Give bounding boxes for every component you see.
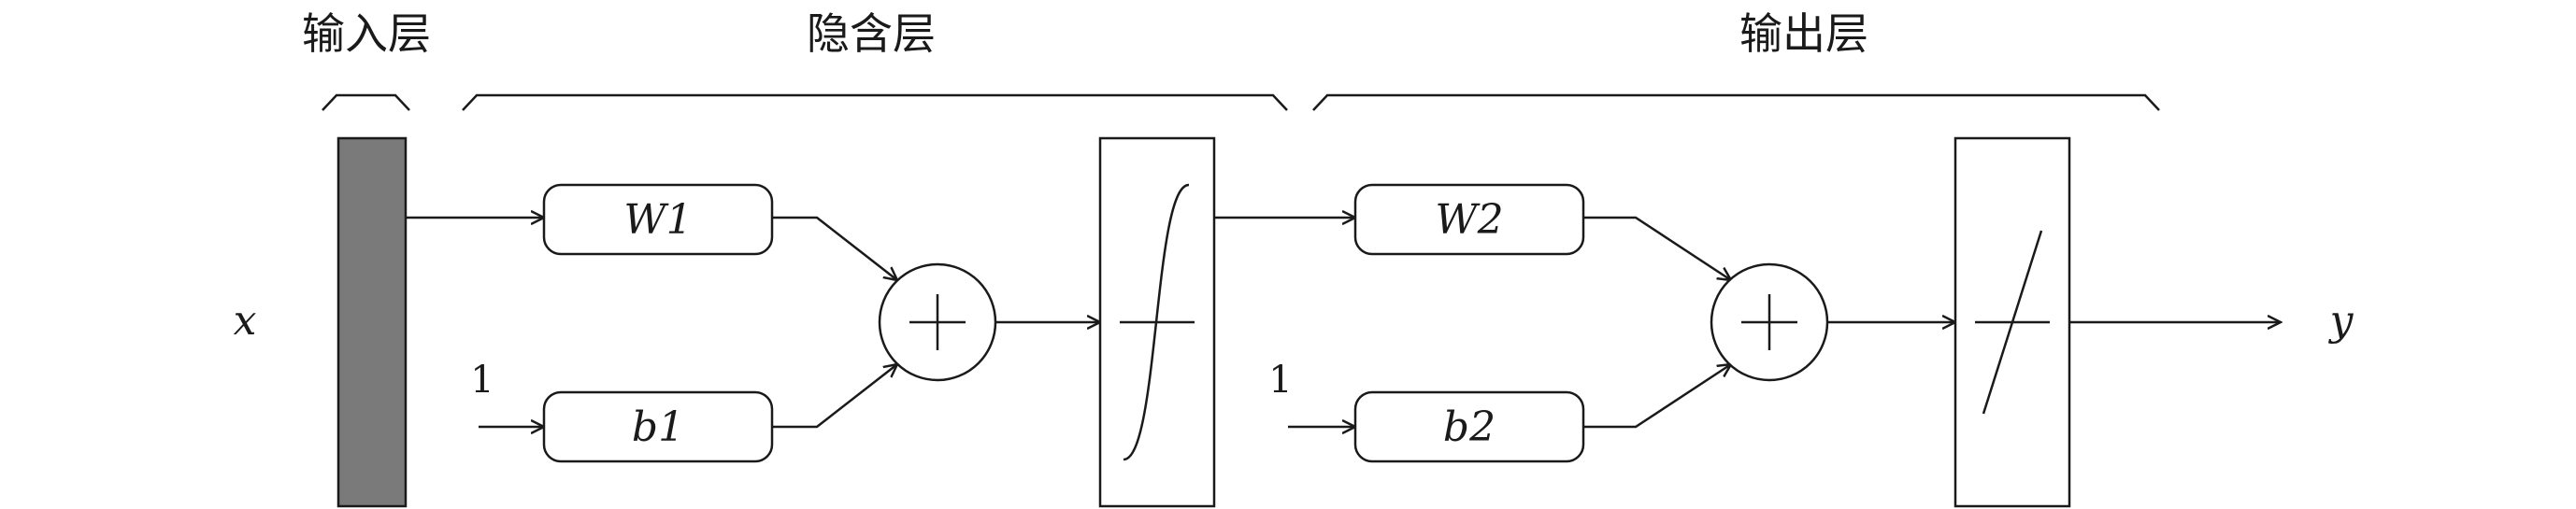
arrow-b1-to-sum1: [772, 364, 897, 429]
b2-label: b2: [1443, 403, 1496, 451]
linear-transfer-function: [1953, 136, 2071, 508]
output-bias-input-label: 1: [1268, 359, 1292, 402]
w1-label: W1: [623, 196, 692, 244]
output-layer-bracket: [1312, 93, 2160, 111]
b1-label: b1: [632, 403, 684, 451]
input-layer-bar: [336, 136, 408, 508]
hidden-layer-title: 隐含层: [807, 8, 936, 59]
w1-weight-box: [542, 183, 774, 256]
arrow-w1-to-sum1: [772, 216, 897, 280]
w2-label: W2: [1435, 196, 1503, 244]
w2-weight-box: [1353, 183, 1585, 256]
sigmoid-transfer-function: [1098, 136, 1216, 508]
input-layer-title: 输入层: [302, 8, 431, 59]
hidden-bias-input-label: 1: [470, 359, 494, 402]
arrow-w2-to-sum2: [1583, 216, 1731, 280]
hidden-summing-junction: [878, 262, 997, 382]
output-variable-y: y: [2328, 297, 2354, 345]
hidden-layer-bracket: [462, 93, 1288, 111]
output-layer-title: 输出层: [1739, 8, 1868, 59]
input-layer-bracket: [322, 93, 410, 111]
output-summing-junction: [1710, 262, 1829, 382]
input-variable-x: x: [234, 297, 257, 345]
arrow-b2-to-sum2: [1583, 364, 1731, 429]
